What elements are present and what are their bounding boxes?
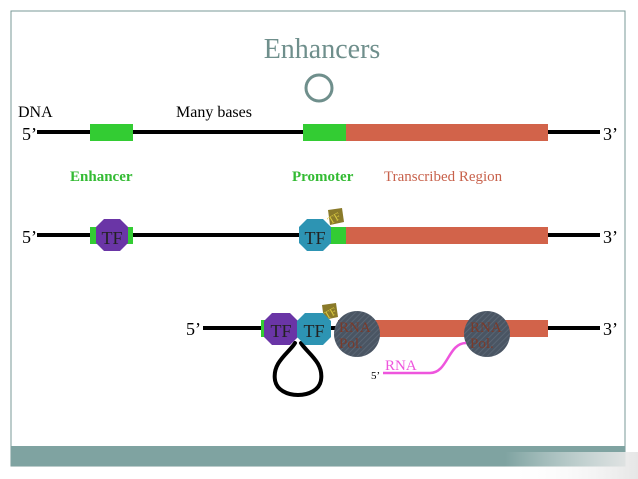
- row3-three-prime: 3’: [603, 319, 618, 339]
- rna-five-prime: 5’: [371, 370, 380, 382]
- row2-enhancer-tf-label: TF: [101, 228, 122, 248]
- row3-enhancer-tf: TF: [264, 313, 298, 345]
- row2-promoter-tf: TF: [299, 219, 331, 251]
- row1-three-prime: 3’: [603, 124, 618, 144]
- row1-transcribed-region: [346, 124, 548, 141]
- row2-three-prime: 3’: [603, 227, 618, 247]
- row3-five-prime: 5’: [186, 319, 201, 339]
- rna-polymerase-2: RNA Pol.: [464, 311, 510, 357]
- transcribed-region-label: Transcribed Region: [384, 169, 503, 185]
- row2-five-prime: 5’: [22, 227, 37, 247]
- corner-fade: [505, 452, 638, 479]
- rna-pol-1-line1: RNA: [339, 320, 371, 336]
- row2-small-tf-label: TF: [326, 210, 343, 227]
- rna-pol-2-line1: RNA: [470, 320, 502, 336]
- rna-transcript: [383, 341, 467, 375]
- row3-enhancer-tf-label: TF: [270, 321, 291, 341]
- slide-title: Enhancers: [264, 34, 381, 65]
- row2-transcribed-region: [346, 227, 548, 244]
- promoter-label: Promoter: [292, 169, 354, 185]
- row2-small-tf: TF: [326, 208, 344, 227]
- row2-promoter-tf-label: TF: [304, 228, 325, 248]
- enhancer-label: Enhancer: [70, 169, 133, 185]
- rna-pol-1-line2: Pol.: [339, 336, 363, 352]
- row2-enhancer-tf: TF: [96, 219, 128, 251]
- row3-promoter-tf-label: TF: [303, 321, 324, 341]
- row1-enhancer-region: [90, 124, 133, 141]
- rna-label: RNA: [385, 358, 417, 374]
- dna-label: DNA: [18, 104, 53, 121]
- row1-promoter-region: [303, 124, 346, 141]
- dna-loop: [272, 341, 324, 397]
- row1-five-prime: 5’: [22, 124, 37, 144]
- footer-bar: [11, 446, 625, 466]
- row3-promoter-tf: TF: [297, 313, 331, 345]
- rna-pol-2-line2: Pol.: [470, 336, 494, 352]
- many-bases-label: Many bases: [176, 104, 252, 121]
- rna-polymerase-1: RNA Pol.: [334, 311, 380, 357]
- title-circle-ornament: [304, 73, 334, 103]
